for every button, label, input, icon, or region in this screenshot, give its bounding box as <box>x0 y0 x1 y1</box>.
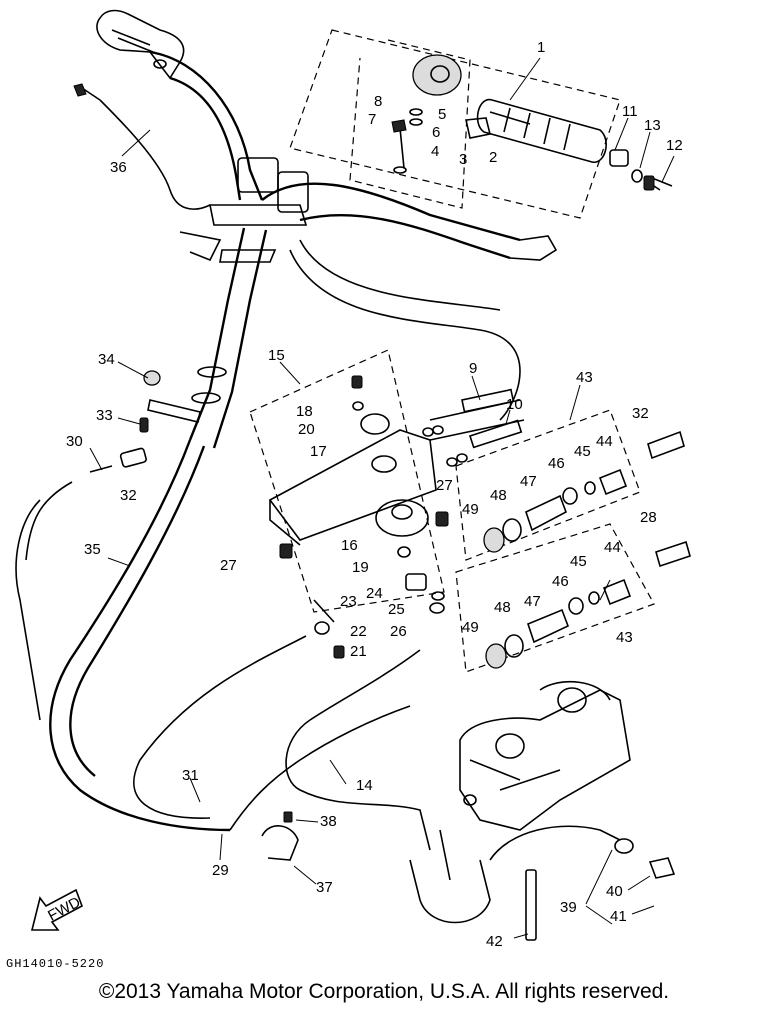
callout-32-right: 32 <box>632 405 649 422</box>
callout-38: 38 <box>320 813 337 830</box>
callout-27-left: 27 <box>220 557 237 574</box>
callout-31: 31 <box>182 767 199 784</box>
callout-42: 42 <box>486 933 503 950</box>
callout-29: 29 <box>212 862 229 879</box>
callout-26: 26 <box>390 623 407 640</box>
callout-39: 39 <box>560 899 577 916</box>
callout-33: 33 <box>96 407 113 424</box>
upper-cables <box>289 239 521 421</box>
callout-14: 14 <box>356 777 373 794</box>
callout-20: 20 <box>298 421 315 438</box>
callout-16: 16 <box>341 537 358 554</box>
callout-25: 25 <box>388 601 405 618</box>
throttle-grip-group <box>289 29 673 219</box>
callout-49-lower: 49 <box>462 619 479 636</box>
callout-8: 8 <box>374 93 382 110</box>
callout-17: 17 <box>310 443 327 460</box>
callout-46-upper: 46 <box>548 455 565 472</box>
bracket-group-15 <box>249 349 449 659</box>
callout-6: 6 <box>432 124 440 141</box>
callout-43-upper: 43 <box>576 369 593 386</box>
callout-1: 1 <box>537 39 545 56</box>
callout-34: 34 <box>98 351 115 368</box>
callout-32-left: 32 <box>120 487 137 504</box>
callout-37: 37 <box>316 879 333 896</box>
cable-36 <box>73 83 211 210</box>
carburetor-assembly <box>459 680 631 831</box>
steering-column <box>147 227 277 449</box>
callout-48-lower: 48 <box>494 599 511 616</box>
callout-47-lower: 47 <box>524 593 541 610</box>
cable-14 <box>133 635 491 924</box>
callout-40: 40 <box>606 883 623 900</box>
callout-5: 5 <box>438 106 446 123</box>
callout-7: 7 <box>368 111 376 128</box>
callout-45-lower: 45 <box>570 553 587 570</box>
callout-27-right: 27 <box>436 477 453 494</box>
fwd-label: FWD <box>45 894 83 925</box>
copyright-notice: ©2013 Yamaha Motor Corporation, U.S.A. A… <box>98 980 670 1003</box>
callout-30: 30 <box>66 433 83 450</box>
callout-43-lower: 43 <box>616 629 633 646</box>
fwd-arrow-icon: FWD <box>30 888 83 931</box>
callout-48-upper: 48 <box>490 487 507 504</box>
callout-23: 23 <box>340 593 357 610</box>
callout-13: 13 <box>644 117 661 134</box>
callout-11: 11 <box>622 103 638 120</box>
misc-lower-parts <box>261 811 676 941</box>
callout-35: 35 <box>84 541 101 558</box>
adjuster-group-upper <box>455 409 685 561</box>
handlebar <box>96 9 558 261</box>
callout-21: 21 <box>350 643 367 660</box>
callout-3: 3 <box>459 151 467 168</box>
callout-15: 15 <box>268 347 285 364</box>
callout-2: 2 <box>489 149 497 166</box>
callout-36: 36 <box>110 159 127 176</box>
callout-49-upper: 49 <box>462 501 479 518</box>
callout-45-upper: 45 <box>574 443 591 460</box>
callout-24: 24 <box>366 585 383 602</box>
callout-labels: 1 2 3 4 5 6 7 8 9 10 11 12 13 14 15 16 1… <box>66 39 683 950</box>
cable-35 <box>15 439 231 832</box>
callout-47-upper: 47 <box>520 473 537 490</box>
callout-44-lower: 44 <box>604 539 621 556</box>
callout-9: 9 <box>469 360 477 377</box>
callout-18: 18 <box>296 403 313 420</box>
callout-19: 19 <box>352 559 369 576</box>
leader-lines <box>89 57 675 939</box>
callout-4: 4 <box>431 143 439 160</box>
callout-10: 10 <box>506 396 523 413</box>
callout-46-lower: 46 <box>552 573 569 590</box>
callout-22: 22 <box>350 623 367 640</box>
callout-44-upper: 44 <box>596 433 613 450</box>
callout-28: 28 <box>640 509 657 526</box>
callout-41: 41 <box>610 908 627 925</box>
callout-12: 12 <box>666 137 683 154</box>
diagram-reference-code: GH14010-5220 <box>6 957 105 971</box>
cable-ends-9-10 <box>422 388 525 467</box>
adjuster-group-lower <box>455 523 691 673</box>
